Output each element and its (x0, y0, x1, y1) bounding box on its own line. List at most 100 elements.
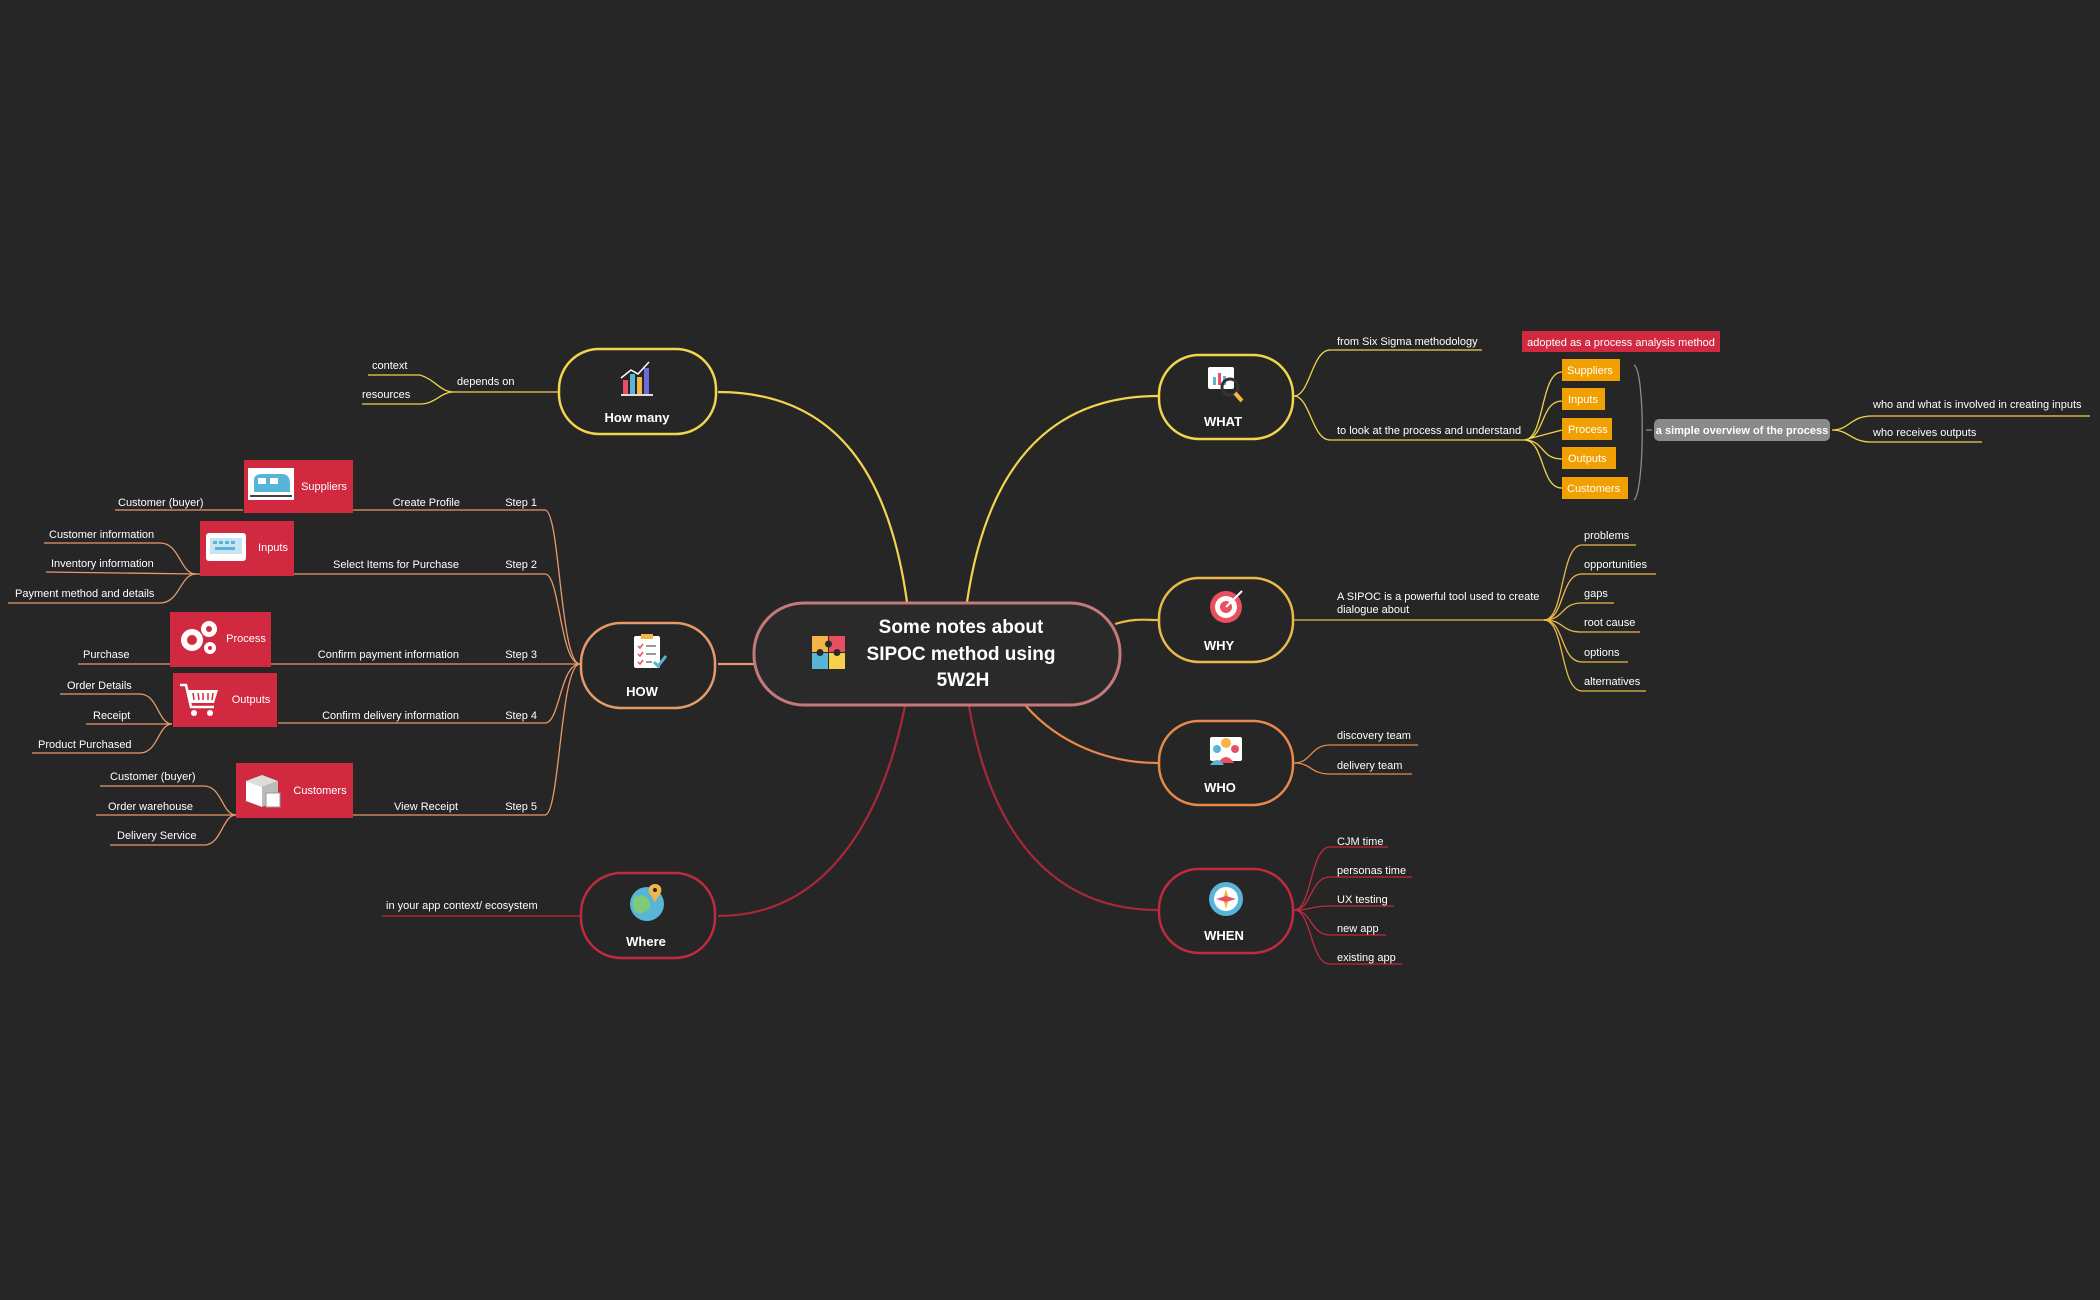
topic-who[interactable]: WHO (1157, 719, 1295, 807)
when-leaf-existing-app[interactable]: existing app (1337, 952, 1396, 964)
how-block-suppliers[interactable]: Suppliers (244, 460, 353, 513)
summary-pill[interactable]: a simple overview of the process (1654, 419, 1830, 441)
branch-how-many: How many depends on context resources (362, 347, 718, 436)
how-leaf-delivery-service[interactable]: Delivery Service (117, 830, 196, 842)
train-icon (248, 468, 294, 500)
topic-how[interactable]: HOW (579, 621, 717, 710)
sipoc-box-customers-text: Customers (1567, 483, 1621, 495)
branch-how: HOW Step 1 Step 2 Step 3 Step 4 Step 5 C… (8, 460, 717, 846)
sipoc-box-inputs[interactable]: Inputs (1562, 388, 1605, 410)
sipoc-box-customers[interactable]: Customers (1562, 477, 1628, 499)
central-topic[interactable]: Some notes about SIPOC method using 5W2H (752, 601, 1122, 707)
how-action-create-profile[interactable]: Create Profile (393, 497, 460, 509)
target-icon (1210, 590, 1243, 623)
how-block-customers[interactable]: Customers (236, 763, 353, 818)
why-leaf-opportunities[interactable]: opportunities (1584, 559, 1647, 571)
how-step-5[interactable]: Step 5 (505, 801, 537, 813)
how-many-connector-line (362, 374, 558, 405)
how-block-inputs[interactable]: Inputs (200, 521, 294, 576)
sipoc-box-process-text: Process (1568, 424, 1608, 436)
branch-when: WHEN CJM time personas time UX testing n… (1157, 836, 1412, 965)
cart-icon (180, 683, 218, 716)
how-step-3[interactable]: Step 3 (505, 649, 537, 661)
how-leaf-payment-method[interactable]: Payment method and details (15, 588, 155, 600)
how-label: HOW (626, 684, 659, 699)
why-leaf-options[interactable]: options (1584, 647, 1620, 659)
summary-child-inputs[interactable]: who and what is involved in creating inp… (1872, 399, 2082, 411)
how-many-child[interactable]: depends on (457, 376, 515, 388)
sipoc-box-process[interactable]: Process (1562, 418, 1612, 440)
how-leaf-order-warehouse[interactable]: Order warehouse (108, 801, 193, 813)
bar-chart-icon (620, 361, 653, 396)
how-many-leaf-resources[interactable]: resources (362, 389, 411, 401)
connector-why (1114, 618, 1159, 626)
why-leaf-problems[interactable]: problems (1584, 530, 1630, 542)
how-leaf-product-purchased[interactable]: Product Purchased (38, 739, 132, 751)
who-leaf-delivery[interactable]: delivery team (1337, 760, 1402, 772)
what-item-understand[interactable]: to look at the process and understand (1337, 425, 1521, 437)
how-step-2[interactable]: Step 2 (505, 559, 537, 571)
how-step-1[interactable]: Step 1 (505, 497, 537, 509)
how-block-outputs[interactable]: Outputs (173, 673, 277, 727)
when-leaf-cjm[interactable]: CJM time (1337, 836, 1383, 848)
compass-icon (1209, 882, 1243, 916)
puzzle-icon (812, 636, 845, 669)
when-leaf-ux-testing[interactable]: UX testing (1337, 894, 1388, 906)
main-connectors (717, 390, 1159, 918)
boxes-icon (246, 775, 281, 808)
when-leaf-personas[interactable]: personas time (1337, 865, 1406, 877)
checklist-icon (634, 634, 668, 669)
how-leaf-purchase[interactable]: Purchase (83, 649, 129, 661)
how-leaf-receipt[interactable]: Receipt (93, 710, 130, 722)
branch-where: Where in your app context/ ecosystem (382, 871, 717, 960)
why-label: WHY (1204, 638, 1235, 653)
why-leaf-gaps[interactable]: gaps (1584, 588, 1608, 600)
where-label: Where (626, 934, 666, 949)
keyboard-icon (206, 533, 246, 561)
sipoc-box-inputs-text: Inputs (1568, 394, 1598, 406)
branch-who: WHO discovery team delivery team (1157, 719, 1418, 807)
how-leaf-order-details[interactable]: Order Details (67, 680, 132, 692)
when-leaf-new-app[interactable]: new app (1337, 923, 1379, 935)
how-block-customers-text: Customers (293, 785, 347, 797)
how-many-leaf-context[interactable]: context (372, 360, 407, 372)
why-child-line-1[interactable]: A SIPOC is a powerful tool used to creat… (1337, 591, 1539, 603)
who-leaf-discovery[interactable]: discovery team (1337, 730, 1411, 742)
how-block-outputs-text: Outputs (232, 694, 271, 706)
what-connector-lines (1293, 349, 2090, 501)
sipoc-box-suppliers[interactable]: Suppliers (1562, 359, 1620, 381)
why-leaf-root-cause[interactable]: root cause (1584, 617, 1635, 629)
globe-pin-icon (630, 884, 664, 921)
how-action-select-items[interactable]: Select Items for Purchase (333, 559, 459, 571)
topic-where[interactable]: Where (579, 871, 717, 960)
where-child[interactable]: in your app context/ ecosystem (386, 900, 538, 912)
what-item-six-sigma[interactable]: from Six Sigma methodology (1337, 336, 1478, 348)
branch-why: WHY A SIPOC is a powerful tool used to c… (1157, 530, 1656, 692)
topic-when[interactable]: WHEN (1157, 867, 1295, 955)
what-label: WHAT (1204, 414, 1242, 429)
who-label: WHO (1204, 780, 1236, 795)
how-block-process[interactable]: Process (170, 612, 271, 667)
how-block-process-text: Process (226, 633, 266, 645)
topic-why[interactable]: WHY (1157, 576, 1295, 664)
why-leaf-alternatives[interactable]: alternatives (1584, 676, 1641, 688)
topic-how-many[interactable]: How many (557, 347, 718, 436)
sipoc-box-outputs[interactable]: Outputs (1562, 447, 1616, 469)
branch-what: WHAT from Six Sigma methodology adopted … (1157, 331, 2090, 501)
how-leaf-inventory-information[interactable]: Inventory information (51, 558, 154, 570)
sipoc-box-outputs-text: Outputs (1568, 453, 1607, 465)
how-action-confirm-payment[interactable]: Confirm payment information (318, 649, 459, 661)
how-action-view-receipt[interactable]: View Receipt (394, 801, 458, 813)
how-leaf-customer-buyer-1[interactable]: Customer (buyer) (118, 497, 204, 509)
when-connector-lines (1293, 846, 1412, 965)
how-connector-lines (8, 509, 581, 846)
how-step-4[interactable]: Step 4 (505, 710, 537, 722)
how-leaf-customer-buyer-2[interactable]: Customer (buyer) (110, 771, 196, 783)
summary-child-outputs[interactable]: who receives outputs (1872, 427, 1977, 439)
when-label: WHEN (1204, 928, 1244, 943)
topic-what[interactable]: WHAT (1157, 353, 1295, 441)
what-tag-adopted[interactable]: adopted as a process analysis method (1522, 331, 1720, 352)
summary-pill-text: a simple overview of the process (1656, 425, 1828, 437)
how-leaf-customer-information[interactable]: Customer information (49, 529, 154, 541)
how-action-confirm-delivery[interactable]: Confirm delivery information (322, 710, 459, 722)
